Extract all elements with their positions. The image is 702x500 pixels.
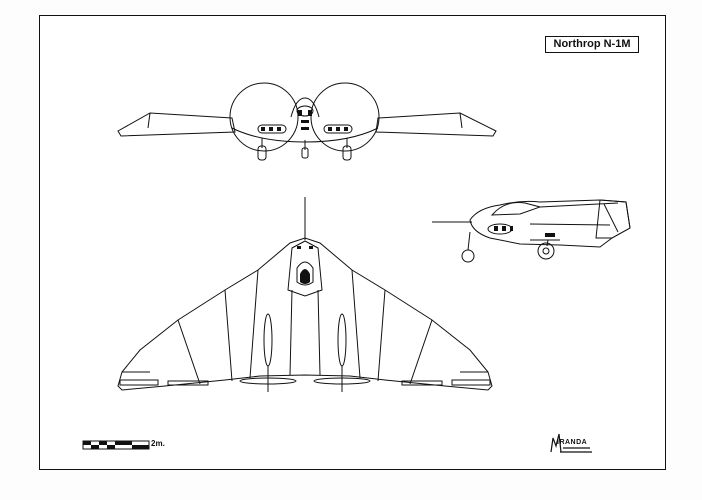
scale-label: 2m. (151, 439, 165, 448)
drawing-frame (39, 15, 666, 470)
aircraft-title: Northrop N-1M (545, 36, 639, 53)
logo-text: IRANDA (557, 439, 588, 446)
